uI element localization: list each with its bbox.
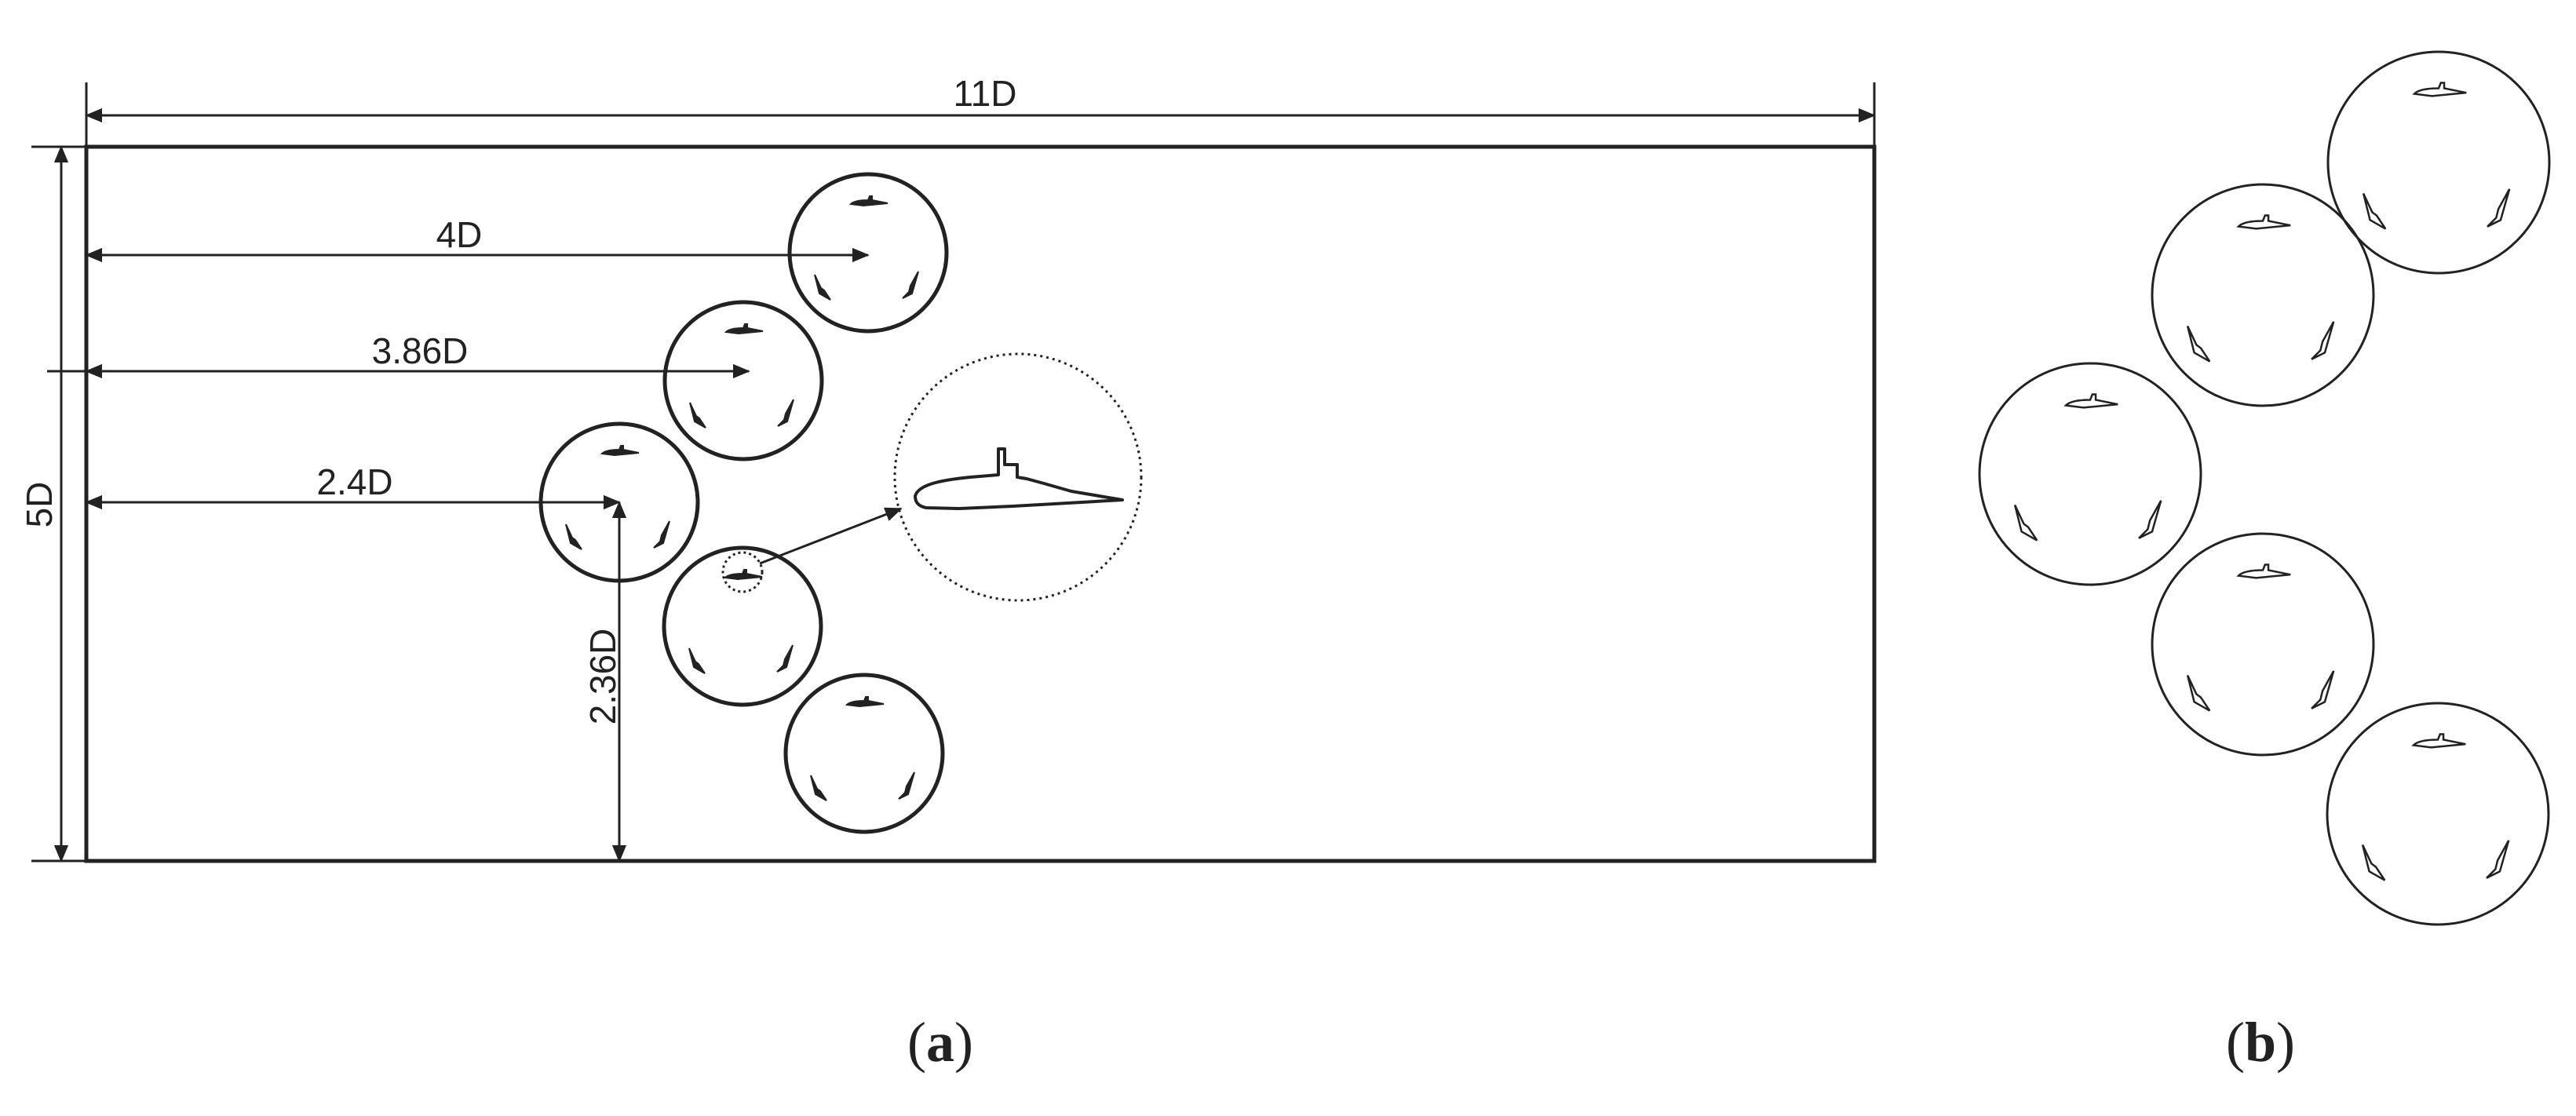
dim-11d-label: 11D xyxy=(954,73,1017,114)
blade-profile-detail xyxy=(914,447,1124,510)
blade-top xyxy=(845,696,885,708)
rotors-b xyxy=(1978,50,2551,926)
blade-left xyxy=(2013,504,2038,542)
blade-top xyxy=(600,445,640,457)
rotor-5 xyxy=(2326,702,2550,926)
blade-right xyxy=(2486,840,2510,879)
blade-top xyxy=(723,569,763,581)
panel-b: (b) xyxy=(1978,50,2551,1074)
dim-386d-label: 3.86D xyxy=(372,330,469,371)
zoom-detail-circle xyxy=(893,352,1143,602)
blade-left xyxy=(689,402,706,429)
blade-right xyxy=(2311,670,2335,709)
panel-a: 11D 5D 4D 3.86D 2.4D 2.36D (a) xyxy=(19,73,1877,1074)
rotor-1 xyxy=(787,172,949,334)
rotor-1 xyxy=(2326,50,2551,275)
rotor-circle xyxy=(1978,362,2202,586)
rotor-4 xyxy=(662,545,823,707)
blade-left xyxy=(565,523,582,550)
blade-top xyxy=(848,195,888,207)
zoom-arrow xyxy=(759,507,903,565)
blade-top xyxy=(2236,563,2291,579)
rotor-3 xyxy=(1978,362,2202,586)
blade-right xyxy=(2311,321,2335,360)
blade-right xyxy=(653,520,670,549)
rotor-circle xyxy=(2151,532,2375,757)
blade-left xyxy=(2186,325,2211,363)
rotor-circle xyxy=(783,673,945,834)
rotor-4 xyxy=(2151,532,2375,757)
dim-4d-label: 4D xyxy=(436,214,483,255)
blade-right xyxy=(898,771,915,800)
blade-top xyxy=(2236,214,2291,230)
rotor-circle xyxy=(787,172,949,334)
blade-left xyxy=(2361,844,2386,881)
rotor-3 xyxy=(538,421,700,583)
blade-left xyxy=(2186,674,2211,712)
dim-236d-label: 2.36D xyxy=(582,629,623,725)
caption-a: (a) xyxy=(907,1011,973,1074)
rotor-circle xyxy=(2326,50,2551,275)
blade-left xyxy=(810,775,827,801)
rotor-circle xyxy=(662,300,824,461)
rotor-circle xyxy=(2151,183,2375,407)
dim-24d-label: 2.4D xyxy=(316,461,392,502)
blade-left xyxy=(814,274,831,301)
blade-right xyxy=(776,644,794,673)
blade-left xyxy=(2362,192,2387,230)
blade-top xyxy=(2412,82,2467,97)
blade-right xyxy=(902,271,919,299)
blade-right xyxy=(2138,500,2162,539)
rotor-circle xyxy=(538,421,700,583)
blade-top xyxy=(2411,733,2466,749)
dim-5d-label: 5D xyxy=(19,482,60,528)
blade-top xyxy=(724,323,764,335)
rotors-a xyxy=(538,172,949,834)
blade-top xyxy=(2063,393,2118,409)
blade-left xyxy=(688,647,706,674)
rotor-2 xyxy=(662,300,824,461)
blade-right xyxy=(777,399,794,427)
rotor-2 xyxy=(2151,183,2375,407)
rotor-circle xyxy=(2326,702,2550,926)
caption-b: (b) xyxy=(2226,1011,2295,1074)
rotor-5 xyxy=(783,673,945,834)
blade-right xyxy=(2487,188,2511,228)
rotor-circle xyxy=(662,545,823,707)
zoom-source-circle xyxy=(721,551,764,593)
